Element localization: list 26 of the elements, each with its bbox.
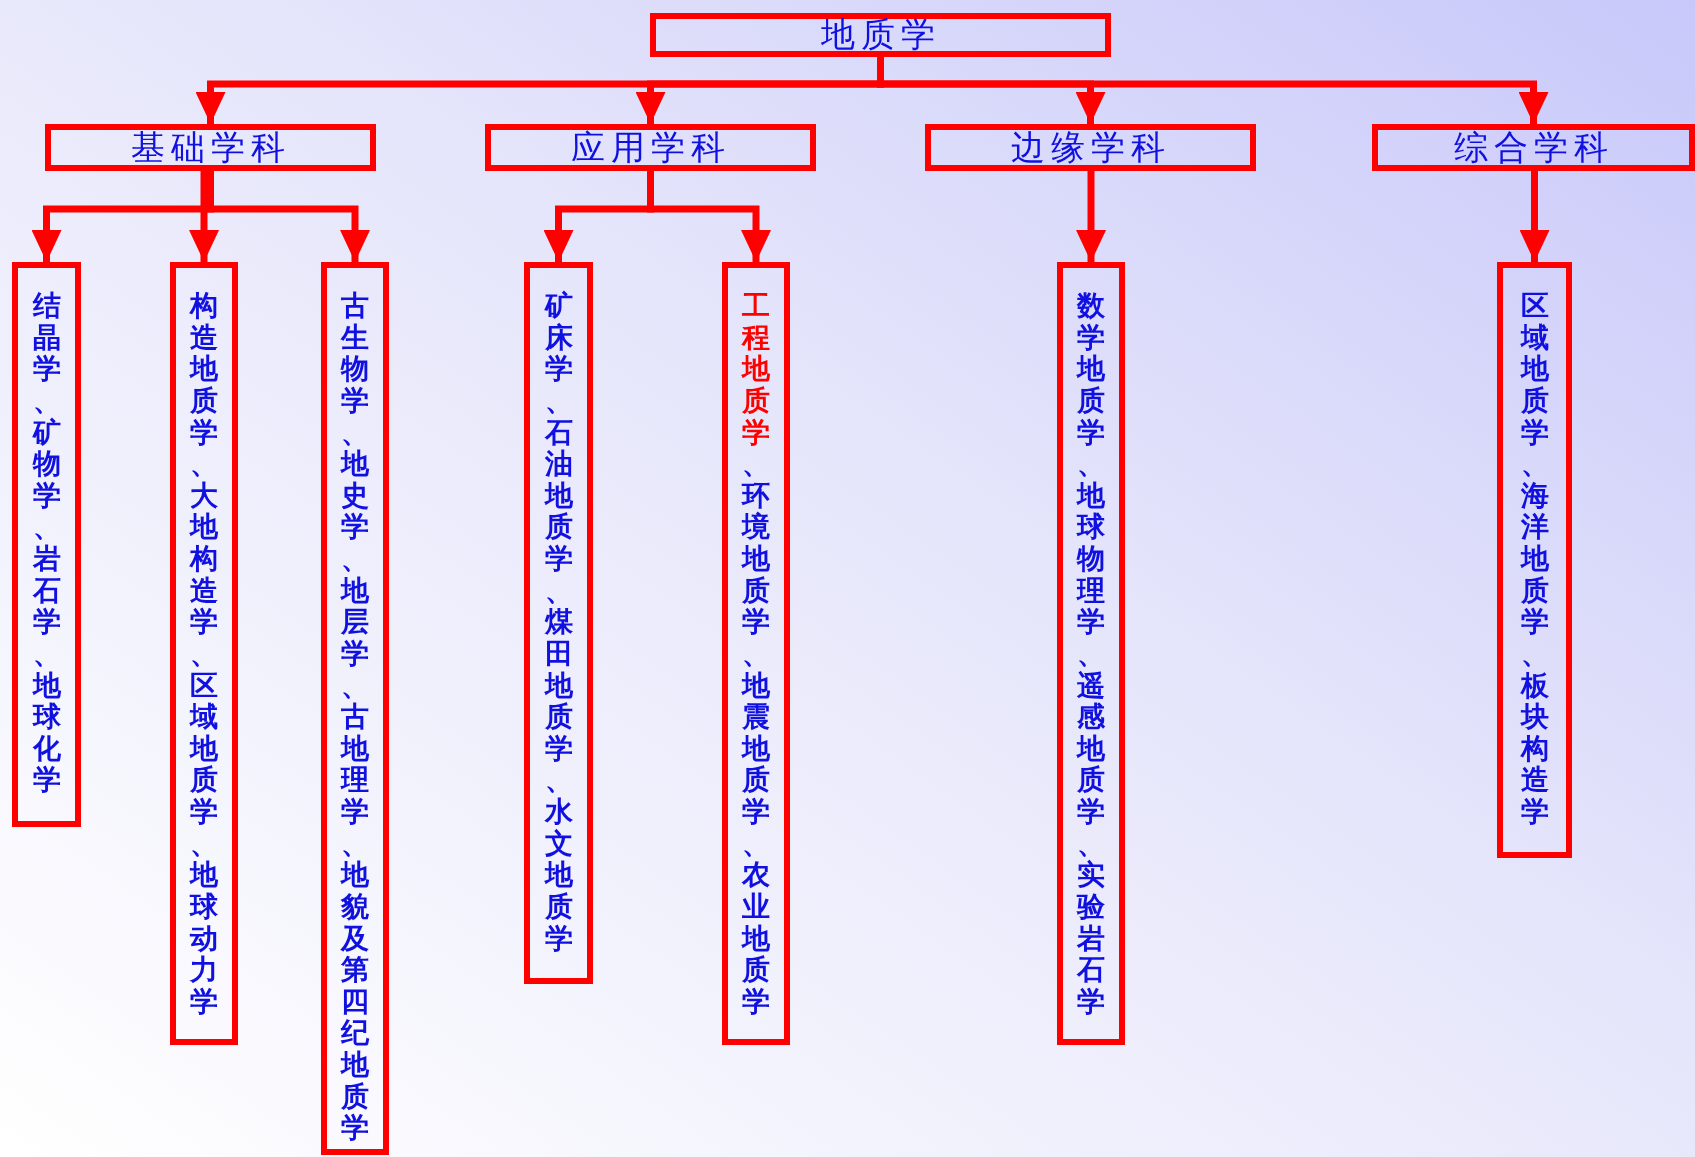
category-box [650,13,1111,57]
subject-box [722,262,790,1045]
arrow [189,171,219,262]
subject-box [524,262,593,984]
category-box [925,124,1256,171]
category-box [45,124,376,171]
category-text: 边缘学科 [1010,125,1171,169]
category-box [485,124,816,171]
subject-text: 工程地质学 [742,290,770,449]
subject-box [1497,262,1572,858]
subject-box [170,262,238,1045]
subject-text: 构造地质学、大地构造学、区域地质学、地球动力学 [190,290,218,1018]
category-text: 综合学科 [1453,125,1614,169]
subject-text: 矿床学、石油地质学、煤田地质学、水文地质学 [544,290,573,955]
category-text: 基础学科 [130,125,291,169]
subject-box [1057,262,1125,1045]
category-text: 地质学 [820,13,941,56]
subject-text: 数学地质学、地球物理学、遥感地质学、实验岩石学 [1077,290,1105,1018]
subject-text: 区域地质学、海洋地质学、板块构造学 [1520,290,1549,828]
subject-text: 古生物学、地史学、地层学、古地理学、地貌及第四纪地质学 [341,290,369,1144]
subject-text: 结晶学、矿物学、岩石学、地球化学 [32,290,61,796]
category-text: 应用学科 [570,125,731,169]
category-box [1372,124,1695,171]
subject-text: 、环境地质学、地震地质学、农业地质学 [742,448,770,1018]
subject-box [321,262,389,1155]
subject-box [12,262,81,827]
